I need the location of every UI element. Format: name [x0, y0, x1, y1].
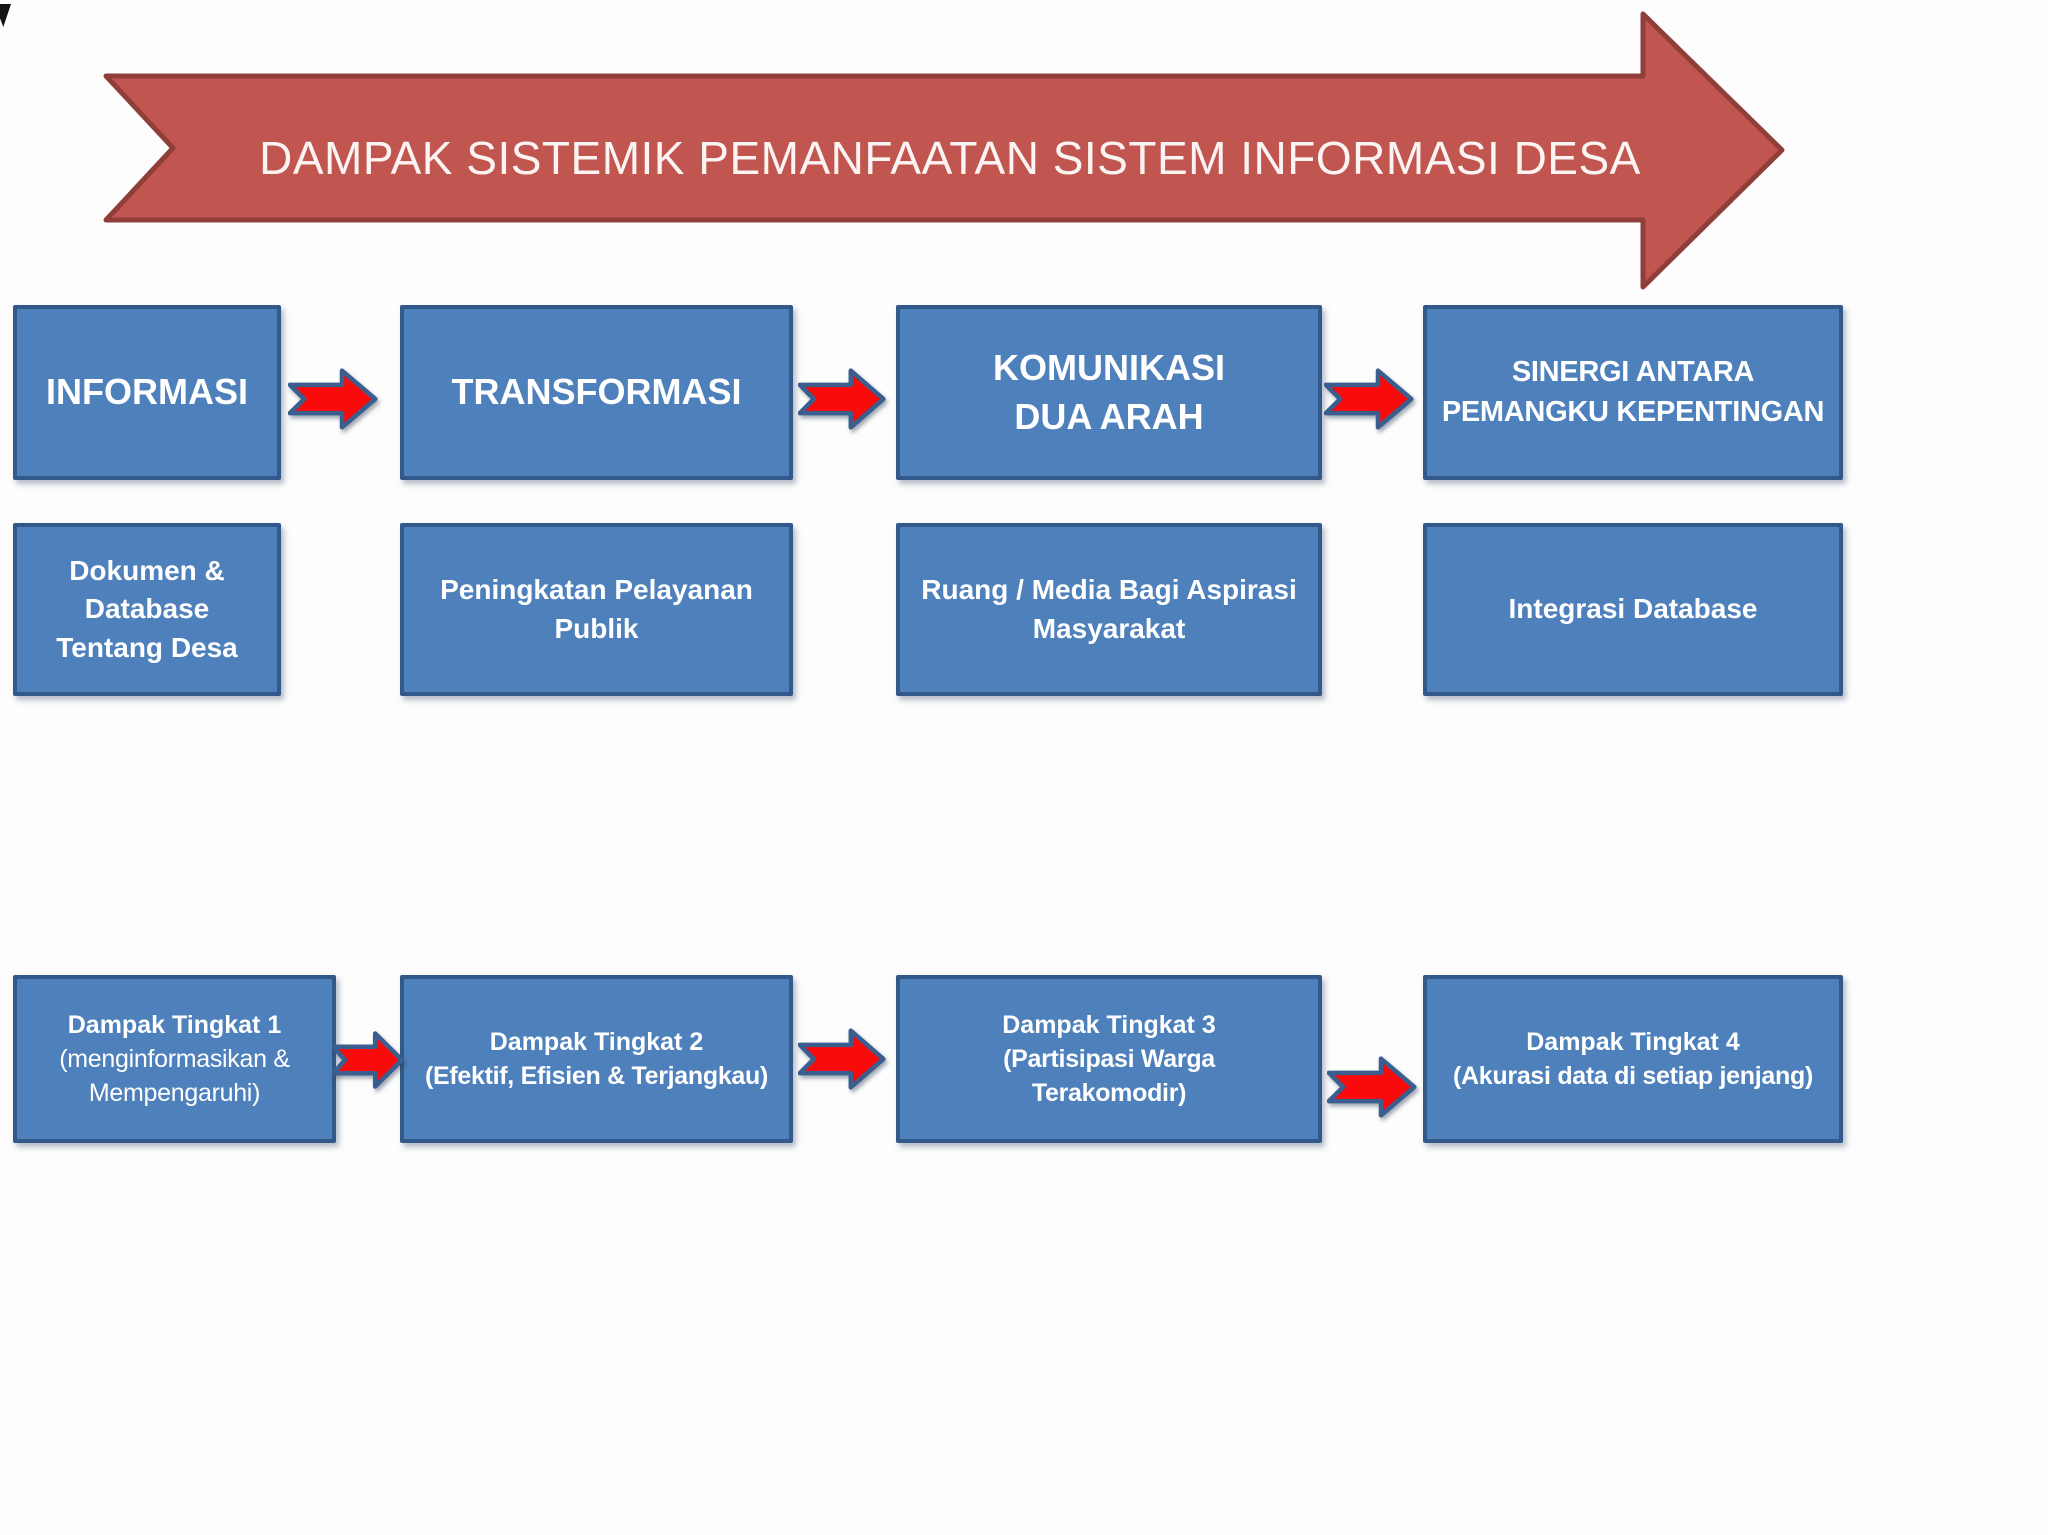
page-corner-mark — [0, 4, 11, 27]
notched-right-arrow-icon — [332, 1031, 404, 1089]
box-label-line: Ruang / Media Bagi Aspirasi — [921, 574, 1297, 606]
box-informasi: INFORMASI — [13, 305, 281, 480]
box-dampak-tingkat-3: Dampak Tingkat 3 (Partisipasi Warga Tera… — [896, 975, 1322, 1143]
box-label-line: (Partisipasi Warga — [1003, 1045, 1215, 1073]
box-label-line: INFORMASI — [46, 371, 248, 413]
right-arrow-banner-icon — [103, 11, 1785, 290]
banner-title: DAMPAK SISTEMIK PEMANFAATAN SISTEM INFOR… — [259, 132, 1641, 184]
notched-right-arrow-icon — [798, 1028, 886, 1090]
box-label-line: Dampak Tingkat 1 — [67, 1011, 282, 1039]
box-label-line: Dokumen & — [69, 555, 225, 587]
notched-right-arrow-icon — [288, 368, 378, 430]
box-label-line: (Efektif, Efisien & Terjangkau) — [424, 1062, 769, 1090]
notched-right-arrow-icon — [1327, 1056, 1417, 1118]
box-label-line: Publik — [554, 612, 639, 644]
notched-right-arrow-icon — [1324, 368, 1414, 430]
box-dampak-tingkat-4: Dampak Tingkat 4 (Akurasi data di setiap… — [1423, 975, 1843, 1143]
box-label-line: Dampak Tingkat 2 — [489, 1028, 704, 1056]
box-label-line: DUA ARAH — [1014, 395, 1204, 437]
box-label-line: KOMUNIKASI — [993, 346, 1225, 388]
box-label-line: PEMANGKU KEPENTINGAN — [1441, 395, 1825, 428]
box-label-line: Tentang Desa — [56, 631, 238, 663]
banner-arrow-shape — [103, 11, 1785, 290]
notched-right-arrow-icon — [798, 368, 886, 430]
box-label-line: Dampak Tingkat 4 — [1526, 1028, 1740, 1056]
box-peningkatan-pelayanan-publik: Peningkatan Pelayanan Publik — [400, 523, 793, 696]
box-dampak-tingkat-1: Dampak Tingkat 1 (menginformasikan & Mem… — [13, 975, 336, 1143]
box-dampak-tingkat-2: Dampak Tingkat 2 (Efektif, Efisien & Ter… — [400, 975, 793, 1143]
box-transformasi: TRANSFORMASI — [400, 305, 793, 480]
box-ruang-media-aspirasi: Ruang / Media Bagi Aspirasi Masyarakat — [896, 523, 1322, 696]
box-label-line: (Akurasi data di setiap jenjang) — [1453, 1062, 1813, 1090]
box-sinergi-pemangku-kepentingan: SINERGI ANTARA PEMANGKU KEPENTINGAN — [1423, 305, 1843, 480]
box-label-line: (menginformasikan & — [59, 1045, 290, 1073]
box-label-line: Mempengaruhi) — [88, 1079, 261, 1107]
box-label-line: Terakomodir) — [1031, 1079, 1187, 1107]
box-integrasi-database: Integrasi Database — [1423, 523, 1843, 696]
box-label-line: Peningkatan Pelayanan — [440, 574, 753, 606]
box-label-line: TRANSFORMASI — [451, 371, 742, 413]
box-komunikasi-dua-arah: KOMUNIKASI DUA ARAH — [896, 305, 1322, 480]
box-label-line: Dampak Tingkat 3 — [1002, 1011, 1216, 1039]
box-label-line: Masyarakat — [1032, 612, 1186, 644]
box-label-line: SINERGI ANTARA — [1511, 356, 1755, 389]
box-dokumen-database-tentang-desa: Dokumen & Database Tentang Desa — [13, 523, 281, 696]
box-label-line: Database — [84, 593, 210, 625]
box-label-line: Integrasi Database — [1508, 593, 1758, 625]
